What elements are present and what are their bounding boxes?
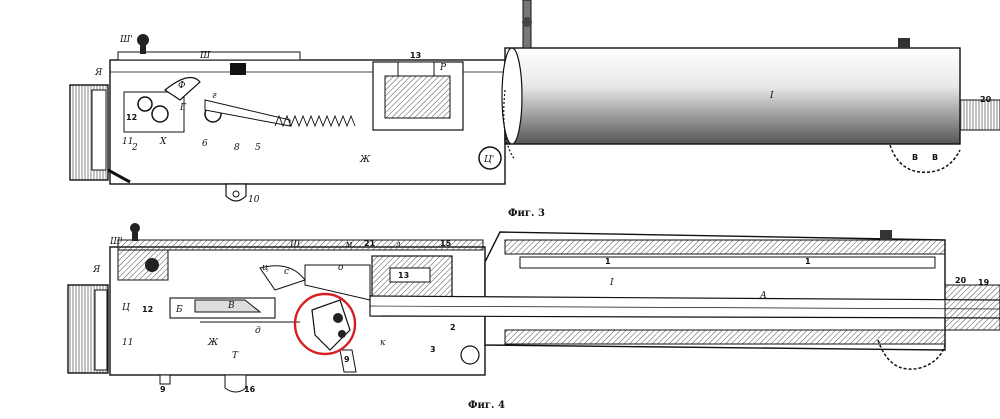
fig4-label: л xyxy=(395,240,401,250)
fig4-label: 20 xyxy=(955,276,967,285)
highlight-circle xyxy=(293,292,357,356)
fig4-label: м xyxy=(345,240,352,250)
fig4-label: 21 xyxy=(364,239,376,248)
fig3-label: 8 xyxy=(234,143,240,153)
fig4-label: о xyxy=(338,263,344,273)
fig3-label: Я xyxy=(94,68,103,78)
fig3-label: Х xyxy=(159,137,167,147)
fig3-label: 13 xyxy=(410,51,421,60)
fig4-label: 12 xyxy=(142,305,153,314)
fig3-label: Ш' xyxy=(119,35,133,45)
fig4-label: 9 xyxy=(344,355,350,364)
fig4-label: 1 xyxy=(805,257,811,266)
fig4-label: 9 xyxy=(160,385,166,394)
fig4-label: 2 xyxy=(450,323,456,332)
fig4-label: Ж xyxy=(207,338,219,348)
figure-4-drawing xyxy=(67,223,1000,393)
fig3-label: Ж xyxy=(359,155,371,165)
fig4-label: 13 xyxy=(398,271,409,280)
fig4-label: I xyxy=(609,278,614,288)
fig3-label: 12 xyxy=(126,113,137,122)
fig4-label: Я xyxy=(92,265,101,275)
fig3-label: Г xyxy=(179,103,187,113)
fig4-label: 15 xyxy=(440,239,452,248)
fig4-label: 11 xyxy=(122,338,133,348)
fig4-label: Ш' xyxy=(109,237,123,247)
fig4-label: Ц xyxy=(122,303,131,313)
fig3-label: 10 xyxy=(248,195,260,205)
figure-4-labels: Ш' Я Ш м 21 л 15 ц о с 13 Б 12 В Ц д Ж Т… xyxy=(92,237,990,394)
figure-3-labels: Ш' Ш Я 13 Р Ф 12 Г г 11 Х 8 5 Ж 10 I 20 … xyxy=(94,35,992,205)
fig3-label: 5 xyxy=(255,143,261,153)
figure-4-caption: Фиг. 4 xyxy=(468,400,505,411)
fig3-label: 11 xyxy=(122,137,133,147)
fig4-label: д xyxy=(255,326,261,336)
figure-3-caption: Фиг. 3 xyxy=(508,208,545,219)
fig4-label: Ш xyxy=(289,240,301,250)
fig4-label: ц xyxy=(262,263,268,273)
fig3-label: Ш xyxy=(199,51,211,61)
fig4-label: 19 xyxy=(978,278,990,287)
fig3-label: В xyxy=(912,153,918,162)
fig3-label: Р xyxy=(439,63,447,73)
fig3-label: I xyxy=(769,91,774,101)
fig4-label: к xyxy=(380,338,386,348)
fig3-label: Ф xyxy=(178,81,186,91)
fig4-label: Б xyxy=(175,305,183,315)
fig4-label: А xyxy=(759,291,767,301)
fig3-label: Ц' xyxy=(484,155,494,165)
fig4-label: Т xyxy=(232,351,239,361)
fig4-label: В xyxy=(227,301,235,311)
fig3-label: 2 xyxy=(131,143,138,153)
fig3-label: г xyxy=(212,91,217,101)
fig3-label: 20 xyxy=(980,95,992,104)
fig4-label: с xyxy=(284,267,289,277)
fig4-label: 3 xyxy=(430,345,436,354)
fig3-label: В xyxy=(932,153,938,162)
fig4-label: 16 xyxy=(244,385,256,394)
fig4-label: 1 xyxy=(605,257,611,266)
figure-3-drawing xyxy=(69,0,1000,202)
fig3-label: 6 xyxy=(202,139,208,149)
